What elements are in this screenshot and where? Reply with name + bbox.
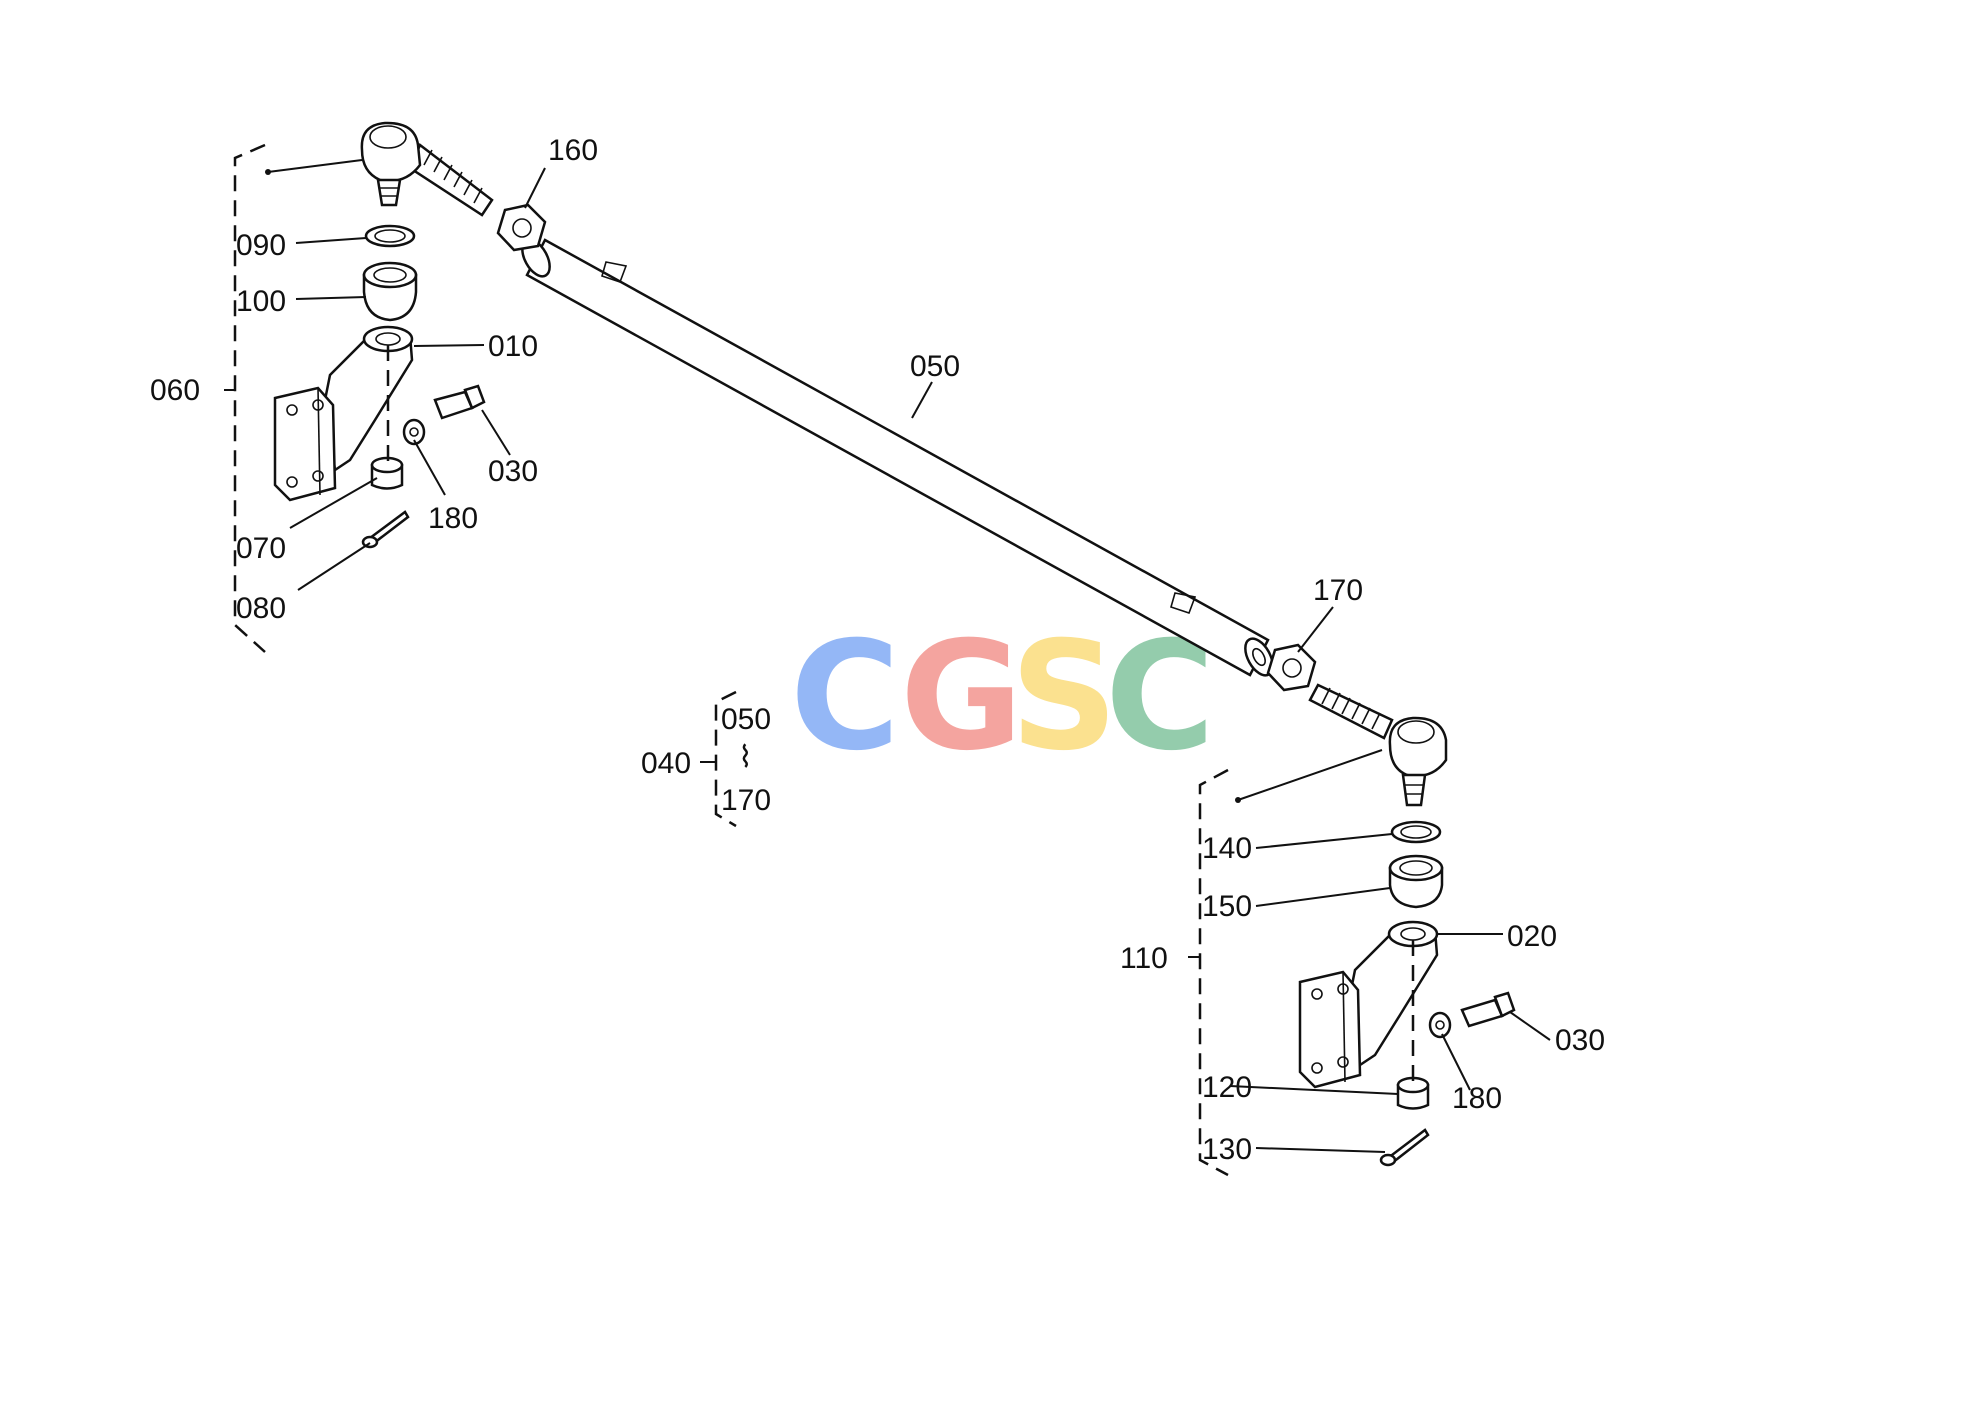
bracket-060 bbox=[224, 143, 363, 653]
label-180-right: 180 bbox=[1452, 1082, 1502, 1115]
label-050: 050 bbox=[910, 350, 960, 383]
label-090: 090 bbox=[236, 229, 286, 262]
label-120: 120 bbox=[1202, 1071, 1252, 1104]
label-040: 040 bbox=[641, 747, 691, 780]
dust-cover-150 bbox=[1388, 854, 1444, 909]
castle-nut-070 bbox=[370, 456, 404, 490]
label-110: 110 bbox=[1120, 942, 1168, 975]
dust-cover-100 bbox=[362, 261, 418, 322]
lock-nut-170 bbox=[1266, 643, 1317, 692]
tie-rod-end-left bbox=[360, 121, 494, 217]
tie-rod-tube bbox=[521, 238, 1274, 677]
part-labels: 160 090 100 010 060 030 180 070 080 050 … bbox=[150, 134, 1605, 1166]
split-pin-080 bbox=[361, 510, 410, 549]
lock-nut-160 bbox=[496, 203, 547, 252]
knuckle-arm-020 bbox=[1298, 920, 1439, 1089]
tie-rod-end-right bbox=[1308, 683, 1448, 807]
label-160: 160 bbox=[548, 134, 598, 167]
watermark-letter-s: S bbox=[1010, 610, 1118, 784]
label-150: 150 bbox=[1202, 890, 1252, 923]
label-040-range-170: 170 bbox=[721, 784, 771, 817]
label-030-right: 030 bbox=[1555, 1024, 1605, 1057]
bracket-110 bbox=[1188, 749, 1383, 1177]
label-100: 100 bbox=[236, 285, 286, 318]
seal-ring-090 bbox=[364, 224, 416, 248]
bolt-030-left bbox=[433, 384, 486, 420]
bracket-040 bbox=[700, 690, 737, 828]
label-080: 080 bbox=[236, 592, 286, 625]
knuckle-arm-010 bbox=[273, 325, 414, 502]
watermark-letter-c1: C bbox=[790, 610, 900, 784]
label-170: 170 bbox=[1313, 574, 1363, 607]
label-010: 010 bbox=[488, 330, 538, 363]
label-070: 070 bbox=[236, 532, 286, 565]
seal-ring-140 bbox=[1390, 820, 1442, 844]
washer-180-left bbox=[402, 418, 426, 446]
label-130: 130 bbox=[1202, 1133, 1252, 1166]
label-040-range-separator: ⌇ bbox=[738, 741, 753, 774]
watermark-letter-g: G bbox=[900, 610, 1023, 784]
label-040-range-050: 050 bbox=[721, 703, 771, 736]
label-030-left: 030 bbox=[488, 455, 538, 488]
label-060: 060 bbox=[150, 374, 200, 407]
label-180-left: 180 bbox=[428, 502, 478, 535]
leader-lines bbox=[289, 167, 1551, 1153]
cgsc-watermark: C G S C bbox=[790, 610, 1215, 784]
split-pin-130 bbox=[1379, 1128, 1430, 1167]
castle-nut-120 bbox=[1396, 1076, 1430, 1110]
label-020: 020 bbox=[1507, 920, 1557, 953]
label-140: 140 bbox=[1202, 832, 1252, 865]
bolt-030-right bbox=[1460, 991, 1516, 1028]
washer-180-right bbox=[1428, 1011, 1452, 1039]
